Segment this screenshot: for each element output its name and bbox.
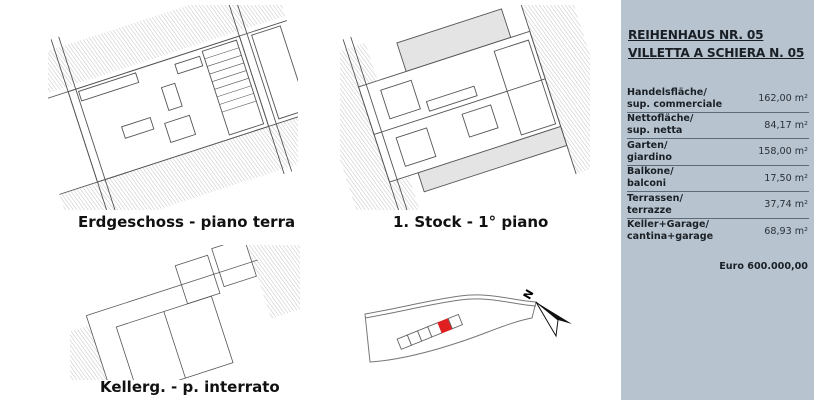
ground-floor-caption: Erdgeschoss - piano terra (78, 213, 296, 231)
row-label-de: Terrassen/ (627, 192, 683, 204)
area-row-garden: Garten/giardino 158,00 m² (627, 139, 809, 166)
first-floor-caption: 1. Stock - 1° piano (393, 213, 549, 231)
area-row-commercial: Handelsfläche/sup. commerciale 162,00 m² (627, 86, 809, 113)
area-row-terraces: Terrassen/terrazze 37,74 m² (627, 192, 809, 219)
ground-floor-plan (48, 5, 298, 210)
area-row-balconies: Balkone/balconi 17,50 m² (627, 166, 809, 192)
row-label-it: cantina+garage (627, 231, 714, 243)
title-de: REIHENHAUS NR. 05 (628, 28, 764, 42)
row-label-it: giardino (627, 151, 672, 163)
row-value: 68,93 m² (764, 225, 808, 237)
row-value: 162,00 m² (758, 93, 808, 105)
property-title: REIHENHAUS NR. 05 VILLETTA A SCHIERA N. … (628, 26, 804, 62)
row-label-de: Handelsfläche/ (627, 86, 707, 98)
area-row-cellar-garage: Keller+Garage/cantina+garage 68,93 m² (627, 219, 809, 245)
row-label-it: terrazze (627, 204, 672, 216)
row-label-it: balconi (627, 178, 667, 190)
row-value: 37,74 m² (764, 199, 808, 211)
area-table: Handelsfläche/sup. commerciale 162,00 m²… (627, 86, 809, 244)
site-plan (360, 280, 580, 370)
basement-caption: Kellerg. - p. interrato (100, 378, 280, 396)
first-floor-plan (340, 5, 590, 210)
north-arrow: N (520, 287, 580, 338)
row-label-de: Nettofläche/ (627, 113, 694, 125)
row-value: 158,00 m² (758, 146, 808, 158)
basement-plan (70, 245, 300, 380)
info-panel: REIHENHAUS NR. 05 VILLETTA A SCHIERA N. … (621, 0, 814, 400)
row-value: 84,17 m² (764, 119, 808, 131)
row-value: 17,50 m² (764, 172, 808, 184)
north-arrow-icon (535, 301, 572, 338)
row-label-it: sup. netta (627, 125, 683, 137)
area-row-net: Nettofläche/sup. netta 84,17 m² (627, 113, 809, 139)
title-it: VILLETTA A SCHIERA N. 05 (628, 46, 805, 60)
row-label-de: Garten/ (627, 139, 668, 151)
row-label-de: Balkone/ (627, 166, 674, 178)
price: Euro 600.000,00 (719, 261, 808, 272)
row-label-it: sup. commerciale (627, 98, 723, 110)
row-label-de: Keller+Garage/ (627, 219, 710, 231)
